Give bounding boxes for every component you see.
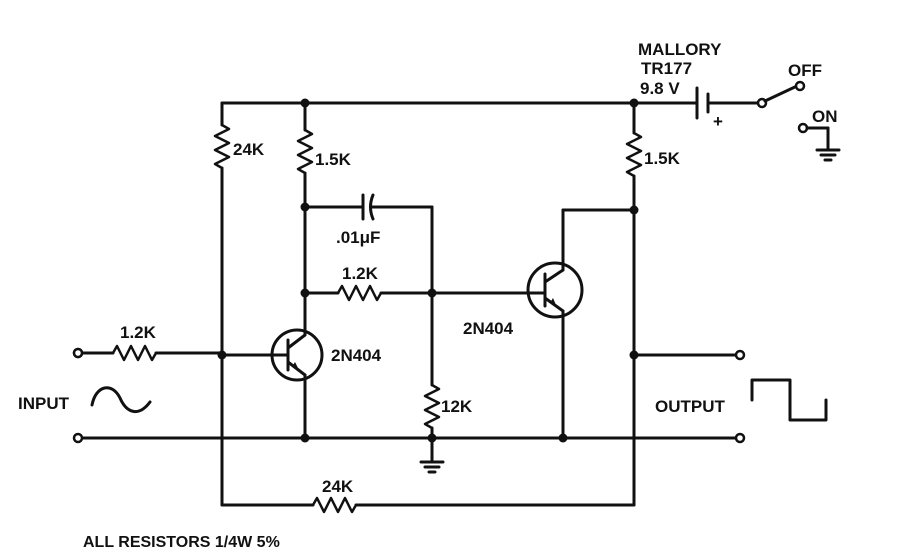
resistor-1-2k-base-label: 1.2K <box>342 264 379 283</box>
input-resistor-1-2k <box>72 344 224 362</box>
transistor-q1 <box>220 328 324 440</box>
input-resistor-label: 1.2K <box>120 323 157 342</box>
switch-on-label: ON <box>812 107 838 126</box>
battery-model-label: TR177 <box>641 59 692 78</box>
switch-on-terminal <box>797 122 830 150</box>
node-output <box>629 350 639 360</box>
resistor-1-5k-q1-label: 1.5K <box>315 150 352 169</box>
transistor-q1-label: 2N404 <box>331 346 382 365</box>
input-terminal-bottom[interactable] <box>72 432 84 444</box>
transistor-q2-label: 2N404 <box>463 319 514 338</box>
battery-voltage-label: 9.8 V <box>640 79 680 98</box>
capacitor-label: .01μF <box>336 228 380 247</box>
resistor-1-5k-q2-label: 1.5K <box>644 149 681 168</box>
resistor-12k <box>419 291 445 474</box>
power-switch[interactable] <box>738 80 806 109</box>
transistor-q2 <box>526 261 584 440</box>
resistor-12k-label: 12K <box>441 397 473 416</box>
resistor-note: ALL RESISTORS 1/4W 5% <box>83 534 280 551</box>
input-terminal-top[interactable] <box>72 347 84 359</box>
output-terminal-top[interactable] <box>734 349 746 361</box>
input-label: INPUT <box>18 394 70 413</box>
resistor-24k-top-label: 24K <box>233 140 265 159</box>
sine-wave-icon <box>90 386 152 413</box>
square-wave-icon <box>750 378 828 422</box>
output-label: OUTPUT <box>655 397 726 416</box>
capacitor-01uf <box>303 193 434 295</box>
resistor-24k-top <box>213 101 231 507</box>
node-collector-q2 <box>629 205 639 215</box>
ground-icon <box>815 148 841 162</box>
battery-maker-label: MALLORY <box>638 40 722 59</box>
resistor-24k-feedback <box>220 496 636 514</box>
battery-symbol <box>695 86 742 120</box>
resistor-1-5k-q1 <box>296 101 314 337</box>
output-terminal-bottom[interactable] <box>734 432 746 444</box>
battery-polarity: + <box>713 112 723 131</box>
resistor-1-5k-q2 <box>625 101 643 507</box>
resistor-1-2k-base <box>303 284 532 302</box>
switch-off-label: OFF <box>788 61 822 80</box>
q2-collector-wire <box>561 208 636 272</box>
resistor-24k-feedback-label: 24K <box>322 477 354 496</box>
